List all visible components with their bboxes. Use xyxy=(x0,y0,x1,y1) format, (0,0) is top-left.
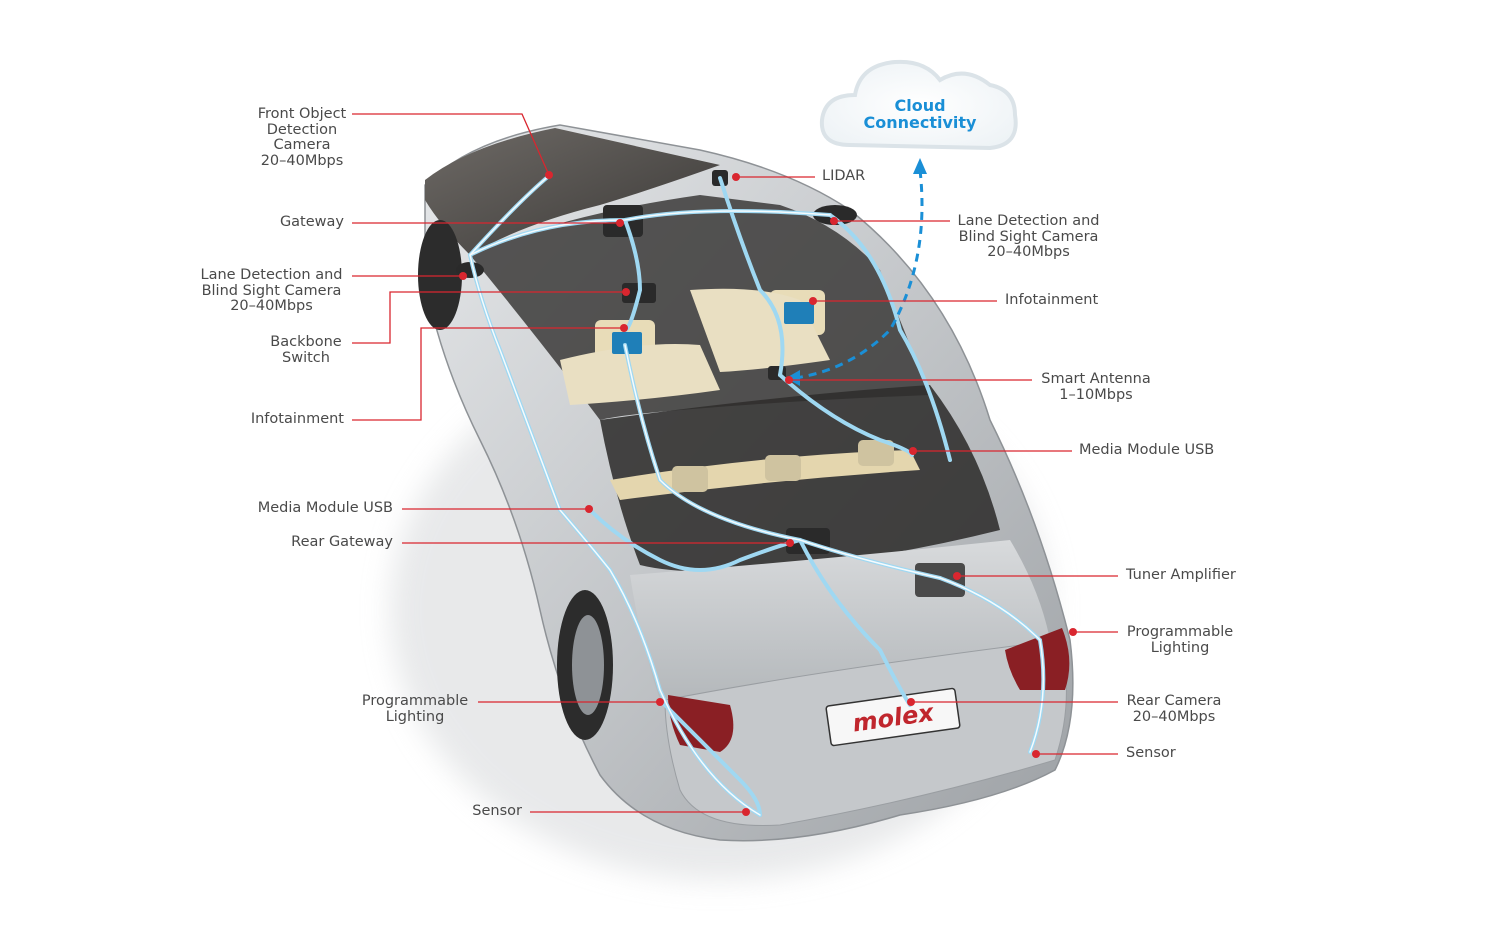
label-lane-detection-left: Lane Detection and Blind Sight Camera 20… xyxy=(200,267,343,314)
leader-dots xyxy=(459,171,1077,816)
cloud-connectivity-label: Cloud Connectivity xyxy=(840,97,1000,131)
label-media-module-right: Media Module USB xyxy=(1079,442,1215,458)
label-smart-antenna: Smart Antenna 1–10Mbps xyxy=(1041,371,1151,403)
label-front-object-camera: Front Object Detection Camera 20–40Mbps xyxy=(257,106,347,169)
tail-light-right xyxy=(1005,628,1070,690)
infotainment-screen-left xyxy=(612,332,642,354)
label-programmable-lighting-right: Programmable Lighting xyxy=(1126,624,1234,656)
cloud-arrow-up xyxy=(913,158,927,174)
label-rear-gateway: Rear Gateway xyxy=(291,534,393,550)
cloud-shape xyxy=(819,59,1018,151)
rear-left-rim xyxy=(572,615,604,715)
right-mirror-camera xyxy=(813,205,857,225)
rear-headrest-center xyxy=(765,455,801,481)
cloud-arrow-left xyxy=(786,370,800,386)
label-media-module-left: Media Module USB xyxy=(257,500,393,516)
label-rear-camera: Rear Camera 20–40Mbps xyxy=(1126,693,1222,725)
label-tuner-amplifier: Tuner Amplifier xyxy=(1126,567,1236,583)
label-gateway: Gateway xyxy=(279,214,344,230)
label-infotainment-right: Infotainment xyxy=(1005,292,1099,308)
cloud-line-1: Cloud xyxy=(894,96,946,115)
label-lane-detection-right: Lane Detection and Blind Sight Camera 20… xyxy=(957,213,1100,260)
license-plate xyxy=(825,687,961,747)
cloud-link-dashed xyxy=(794,169,924,380)
front-left-wheel xyxy=(418,220,462,330)
rear-headrest-right xyxy=(858,440,894,466)
leader-lines xyxy=(352,113,1118,813)
cable-harness-highlight xyxy=(469,174,1045,816)
front-seat-cushion-left xyxy=(560,344,720,405)
label-programmable-lighting-left: Programmable Lighting xyxy=(361,693,469,725)
rear-headrest-left xyxy=(672,466,708,492)
label-sensor-left: Sensor xyxy=(472,803,522,819)
infotainment-screen-right xyxy=(784,302,814,324)
label-backbone-switch: Backbone Switch xyxy=(270,334,342,366)
label-lidar: LIDAR xyxy=(822,168,866,184)
label-infotainment-left: Infotainment xyxy=(250,411,344,427)
cloud-line-2: Connectivity xyxy=(863,113,977,132)
label-sensor-right: Sensor xyxy=(1126,745,1176,761)
